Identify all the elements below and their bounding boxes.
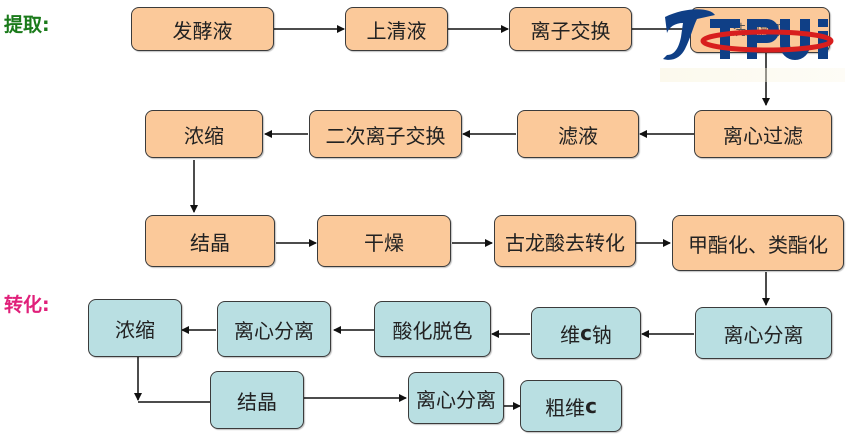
step-centrifugal-separation-2: 离心分离 <box>217 301 331 357</box>
step-fermentation-broth: 发酵液 <box>131 7 274 51</box>
step-label: 离心分离 <box>723 322 804 347</box>
step-label: 结晶 <box>237 389 277 414</box>
step-centrifugal-separation-1: 离心分离 <box>695 307 832 359</box>
step-label-cn: 维 <box>560 322 581 347</box>
logo-watermark <box>660 68 845 82</box>
step-label: 干燥 <box>364 230 404 255</box>
company-logo <box>663 9 834 60</box>
step-label: 酸化脱色 <box>392 318 473 343</box>
step-ion-exchange: 离子交换 <box>509 7 632 51</box>
section-label-extraction: 提取: <box>4 14 50 36</box>
step-label: 离心过滤 <box>723 123 803 148</box>
step-supernatant: 上清液 <box>345 7 448 51</box>
step-label: 结晶 <box>190 230 230 255</box>
step-label: 离心分离 <box>416 387 496 412</box>
step-gulonic-acid-deconversion: 古龙酸去转化 <box>494 215 636 267</box>
step-label: 上清液 <box>366 18 427 43</box>
logo-emblem-icon <box>663 9 715 60</box>
step-crystallization-conversion: 结晶 <box>210 371 304 429</box>
step-centrifugal-separation-3: 离心分离 <box>408 372 504 424</box>
step-crystallization: 结晶 <box>145 215 275 267</box>
step-acidification-decolorization: 酸化脱色 <box>374 301 491 357</box>
logo-letters <box>710 19 828 60</box>
step-label: 离子交换 <box>530 18 611 43</box>
step-label-cn: 粗维 <box>545 395 586 420</box>
step-secondary-ion-exchange: 二次离子交换 <box>309 110 462 158</box>
step-centrifugal-filtration: 离心过滤 <box>694 110 832 158</box>
step-concentration-conversion: 浓缩 <box>88 299 182 357</box>
step-label: 发酵液 <box>172 18 233 43</box>
step-label-latin: c <box>585 394 597 418</box>
step-concentration: 浓缩 <box>145 110 263 158</box>
step-label: 二次离子交换 <box>325 123 446 148</box>
step-label: 甲酯化、类酯化 <box>688 232 828 257</box>
step-label: 离心分离 <box>234 318 314 343</box>
step-label-latin: c <box>580 321 592 345</box>
step-label: 浓缩 <box>115 317 155 342</box>
step-label: 滤液 <box>558 123 598 148</box>
step-label: 古龙酸去转化 <box>505 230 625 255</box>
logo-swoosh <box>700 29 834 53</box>
step-filtrate: 滤液 <box>517 110 639 158</box>
step-label: 浓缩 <box>184 123 224 148</box>
section-label-conversion: 转化: <box>4 294 50 316</box>
step-drying: 干燥 <box>317 215 451 267</box>
step-label-cn2: 钠 <box>591 322 612 347</box>
step-methyl-esterification: 甲酯化、类酯化 <box>672 215 844 271</box>
